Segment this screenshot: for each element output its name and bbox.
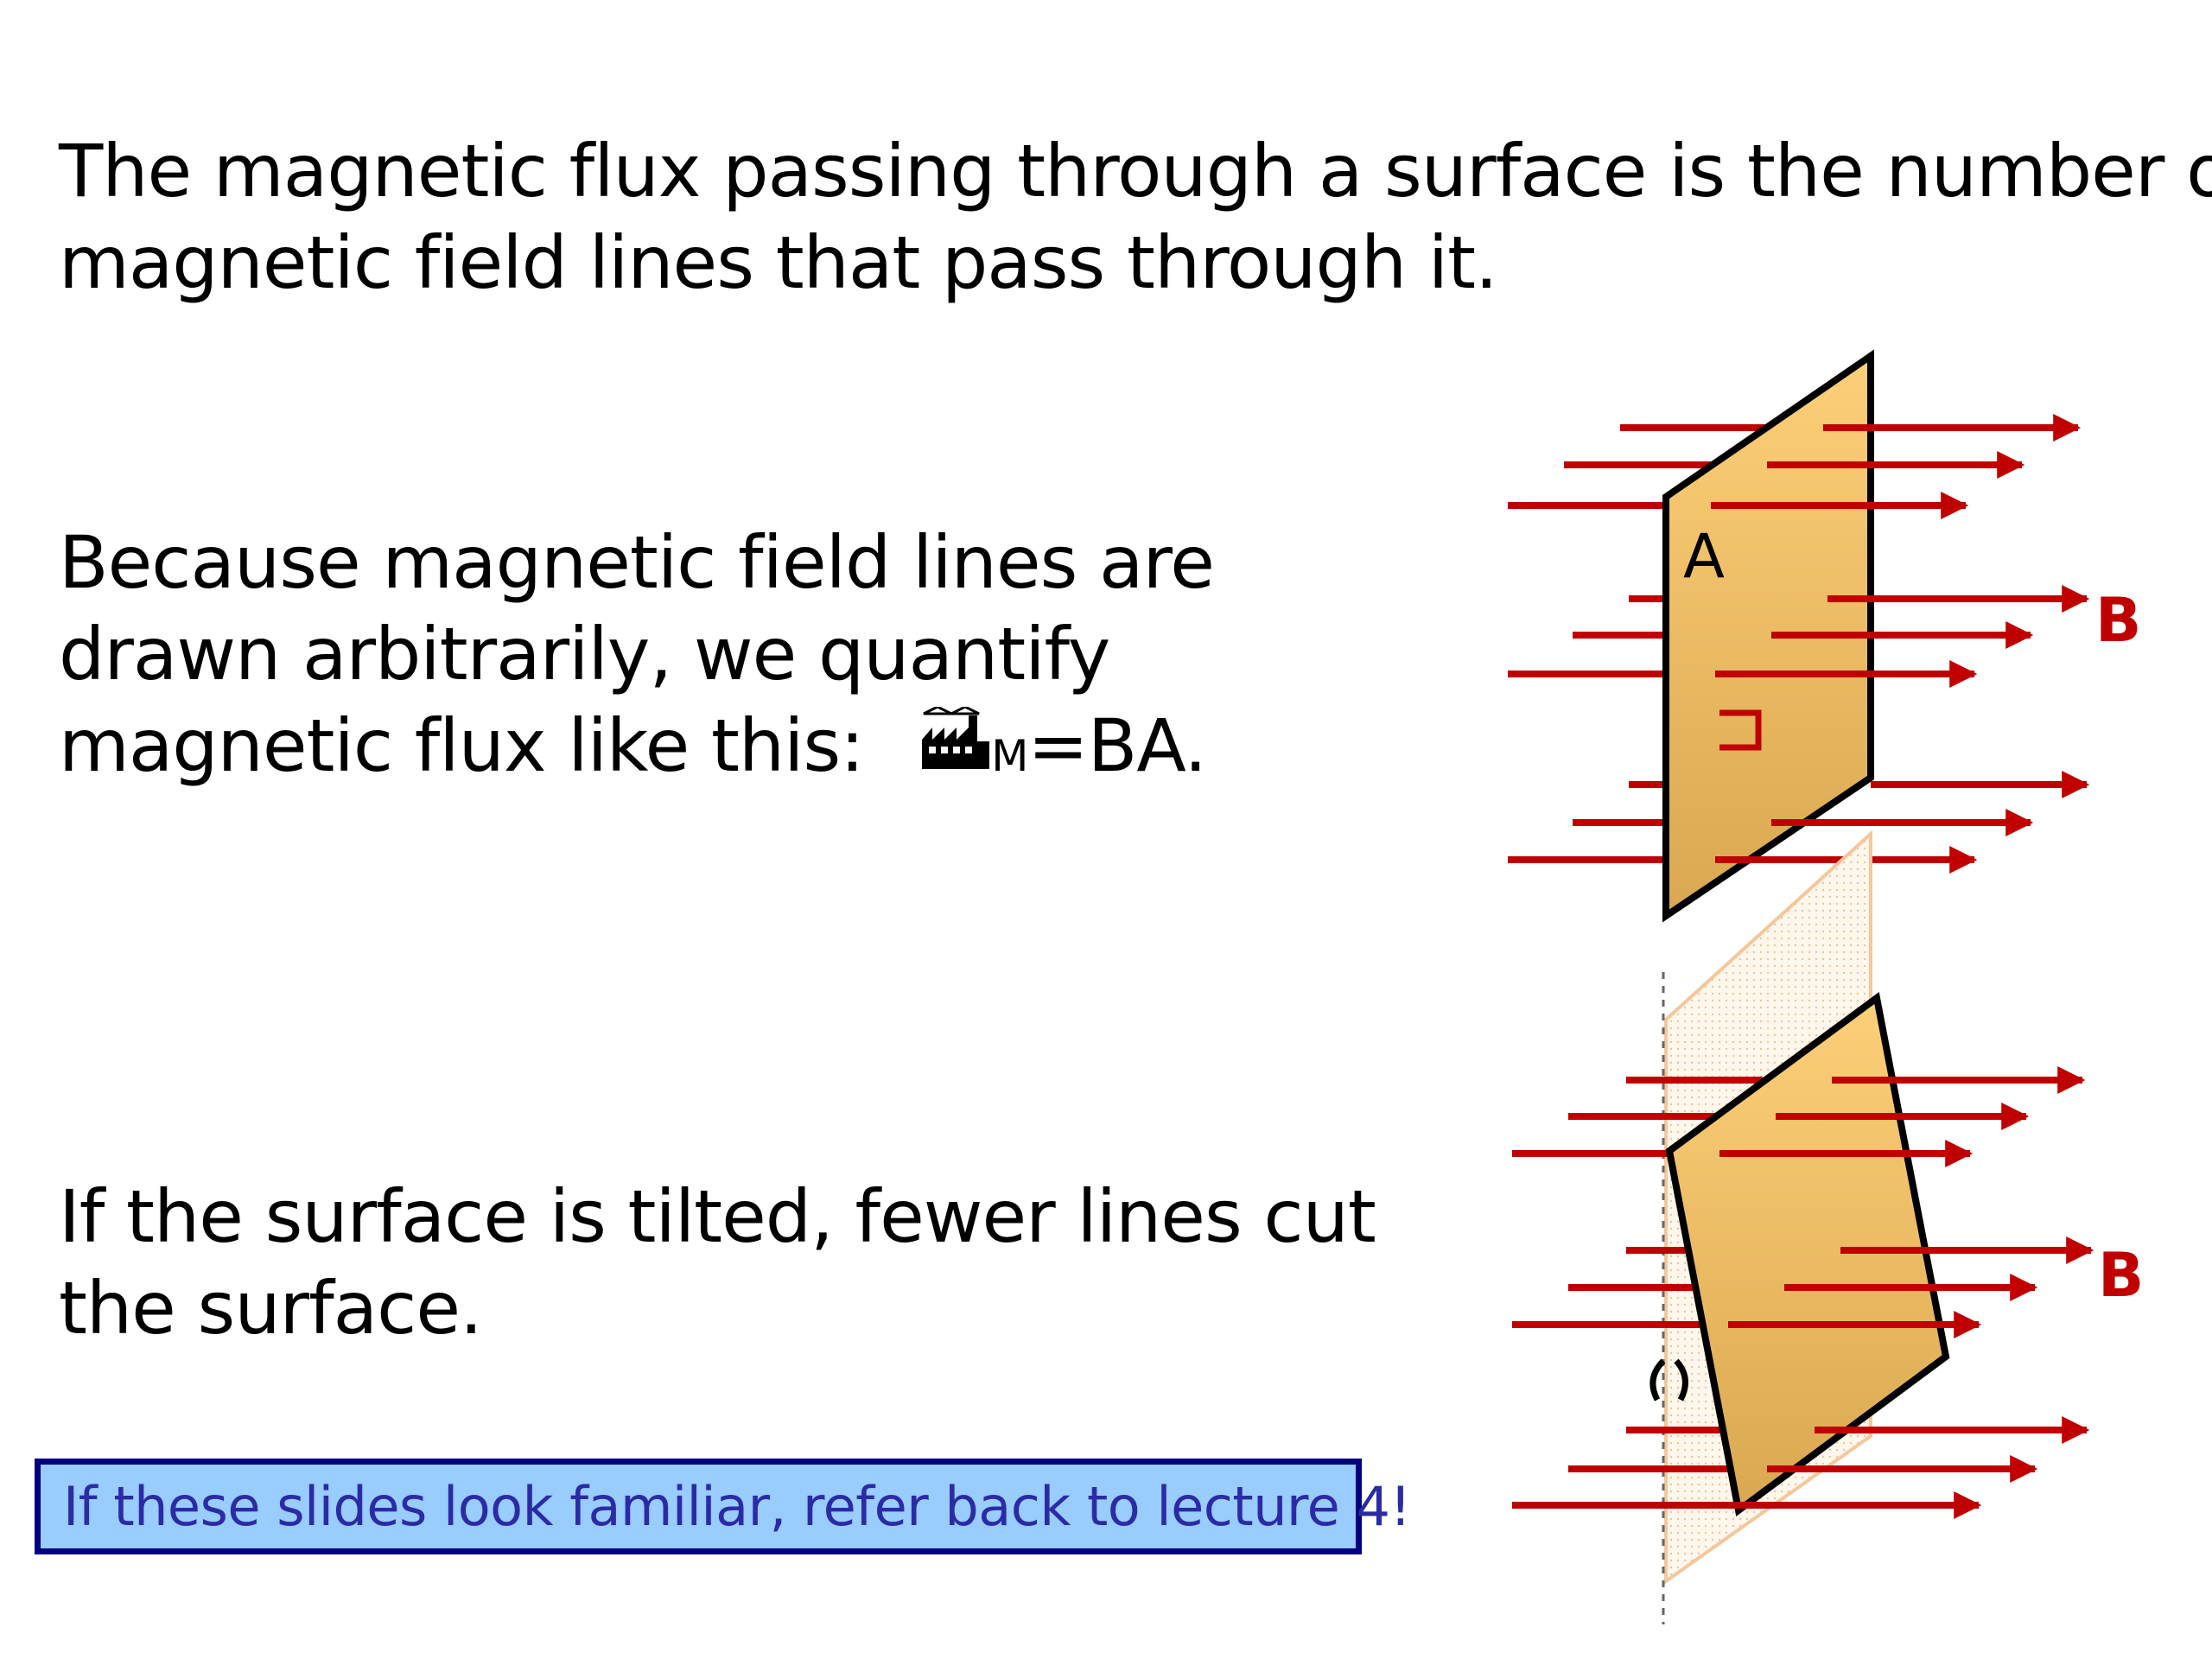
tilted-surface-text: If the surface is tilted, fewer lines cu… (59, 1171, 1376, 1354)
intro-text: The magnetic flux passing through a surf… (59, 125, 2212, 308)
because-line-3-text: magnetic flux like this: (59, 703, 865, 788)
intro-line-1: The magnetic flux passing through a surf… (59, 129, 2212, 213)
because-line-2: drawn arbitrarily, we quantify (59, 612, 1110, 696)
flux-definition-text: Because magnetic field lines are drawn a… (59, 517, 1215, 802)
upright-surface-diagram: A B (1508, 349, 2141, 923)
formula-rhs: =BA. (1027, 703, 1207, 788)
lecture-reference-note: If these slides look familiar, refer bac… (35, 1459, 1411, 1554)
normal-right-angle-marker (1719, 709, 1762, 751)
because-line-1: Because magnetic field lines are (59, 520, 1215, 605)
field-lines-behind-top (1508, 424, 1771, 863)
area-label: A (1683, 521, 1725, 592)
field-lines-front-bottom (1719, 1066, 2094, 1519)
intro-line-2: magnetic field lines that pass through i… (59, 220, 1498, 305)
tilted-surface (1665, 992, 1950, 1517)
formula-subscript: M (991, 731, 1028, 781)
top-field-label: B (2095, 585, 2141, 656)
surface-area-a (1662, 349, 1874, 923)
bottom-field-label: B (2098, 1240, 2144, 1311)
tilted-line-2: the surface. (59, 1266, 483, 1351)
factory-icon (922, 707, 990, 769)
flux-diagram: A B B (1508, 349, 2144, 1624)
tilted-surface-diagram: B (1512, 830, 2144, 1624)
flux-formula: M =BA. (920, 700, 1207, 802)
tilted-line-1: If the surface is tilted, fewer lines cu… (59, 1174, 1376, 1259)
tilt-angle-arc-icon (1649, 1358, 1688, 1402)
because-line-3: magnetic flux like this: M =BA. (59, 700, 1214, 802)
